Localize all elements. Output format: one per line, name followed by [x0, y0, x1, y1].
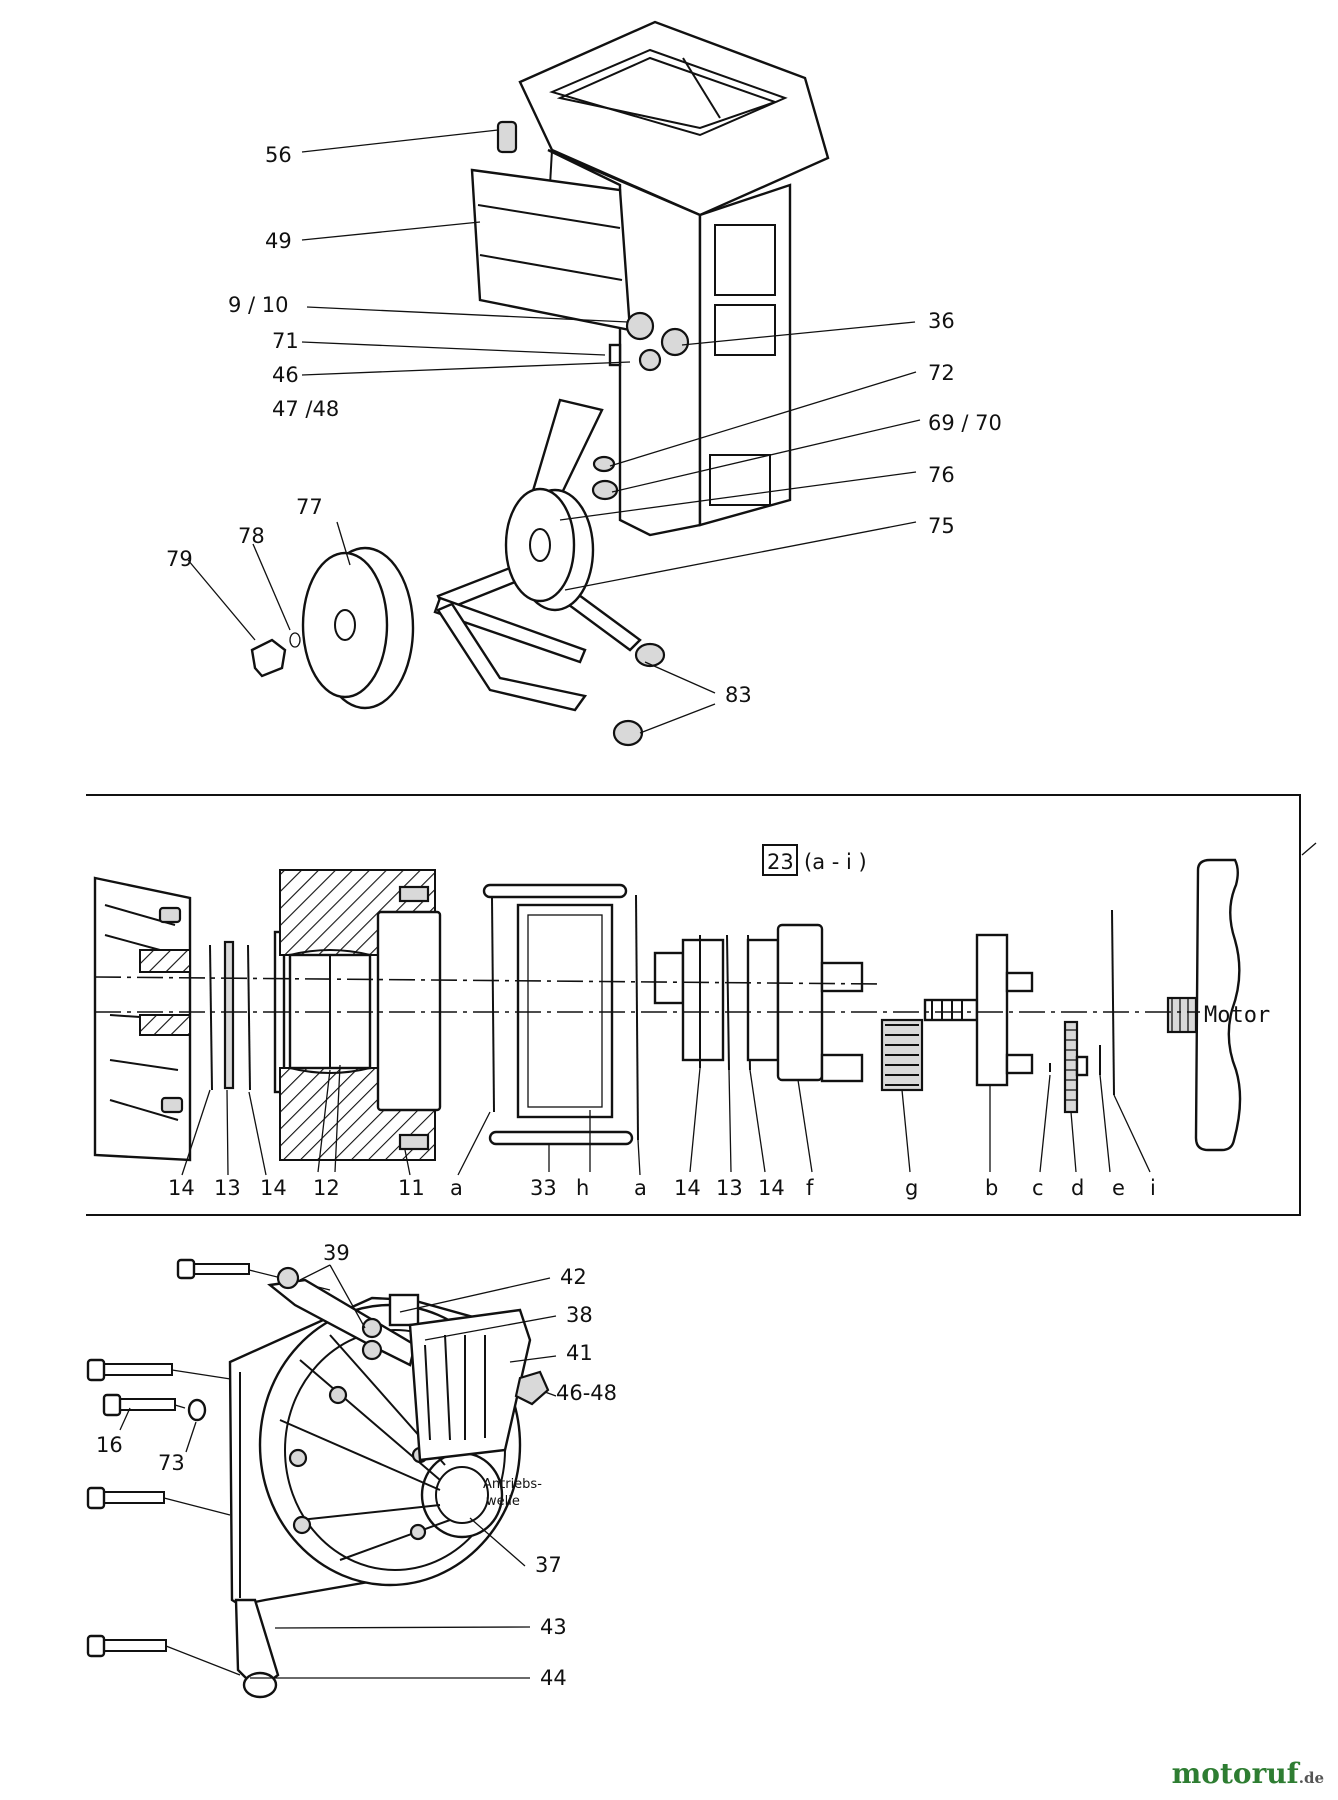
callout-14-a: 14	[168, 1176, 195, 1200]
callout-h: h	[576, 1176, 589, 1200]
callout-83: 83	[725, 683, 752, 707]
callout-9-10: 9 / 10	[228, 293, 289, 317]
knob-part	[496, 120, 518, 154]
callout-46-48: 46-48	[556, 1381, 617, 1405]
callout-33: 33	[530, 1176, 557, 1200]
callout-44: 44	[540, 1666, 567, 1690]
callout-12: 12	[313, 1176, 340, 1200]
callout-76: 76	[928, 463, 955, 487]
callout-i: i	[1150, 1176, 1156, 1200]
callout-47-48: 47 /48	[272, 397, 339, 421]
switch-knob-part	[625, 311, 655, 341]
washer-73-part	[187, 1398, 207, 1422]
callout-14-b: 14	[260, 1176, 287, 1200]
callout-c: c	[1032, 1176, 1044, 1200]
hub-cap-part	[250, 638, 287, 678]
callout-13-b: 13	[716, 1176, 743, 1200]
kit-reference-box	[762, 844, 798, 876]
section-frame	[86, 794, 1301, 1216]
nut-part	[634, 642, 666, 668]
gearbox-section: 23 (a - i )	[86, 794, 1317, 1216]
motor-part	[1194, 858, 1242, 1152]
screw-part	[176, 1258, 196, 1280]
callout-39: 39	[323, 1241, 350, 1265]
callout-46: 46	[272, 363, 299, 387]
kit-ref-number: 23	[767, 850, 794, 874]
callout-75: 75	[928, 514, 955, 538]
pinion-part	[681, 938, 725, 1062]
axis-centerline	[94, 976, 881, 985]
gear-d-part	[1063, 1020, 1079, 1114]
callout-79: 79	[166, 547, 193, 571]
motor-label: Motor	[1204, 1003, 1270, 1028]
callout-73: 73	[158, 1451, 185, 1475]
callout-d: d	[1071, 1176, 1084, 1200]
kit-ref-range: (a - i )	[804, 850, 867, 874]
washer-part	[592, 455, 616, 473]
callout-36: 36	[928, 309, 955, 333]
callout-78: 78	[238, 524, 265, 548]
callout-69-70: 69 / 70	[928, 411, 1002, 435]
drive-shaft-label-line1: Antriebs-	[483, 1477, 542, 1492]
cover-part	[470, 168, 632, 332]
callout-38: 38	[566, 1303, 593, 1327]
callout-e: e	[1112, 1176, 1125, 1200]
callout-77: 77	[296, 495, 323, 519]
callout-71: 71	[272, 329, 299, 353]
callout-49: 49	[265, 229, 292, 253]
callout-16: 16	[96, 1433, 123, 1457]
callout-43: 43	[540, 1615, 567, 1639]
roller-cage-part	[482, 883, 628, 899]
knob-46-48-part	[514, 1370, 550, 1406]
shredder-assembly: 56 49 9 / 10 71 46 47 /48 36 72 69 / 70 …	[166, 20, 1002, 747]
callout-14-c: 14	[674, 1176, 701, 1200]
callout-72: 72	[928, 361, 955, 385]
washer-ring-part	[289, 632, 301, 648]
callout-g: g	[905, 1176, 918, 1200]
drive-shaft-label-line2: welle	[486, 1494, 520, 1509]
watermark-logo: motoruf.de	[1171, 1757, 1324, 1790]
callout-13-a: 13	[214, 1176, 241, 1200]
callout-42: 42	[560, 1265, 587, 1289]
flange-assembly: 39 42 38 41 46-48 16 73 37 43 44 Antrieb…	[86, 1241, 617, 1699]
callout-a-right: a	[634, 1176, 647, 1200]
callout-37: 37	[535, 1553, 562, 1577]
callout-f: f	[806, 1176, 814, 1200]
callout-b: b	[985, 1176, 998, 1200]
callout-56: 56	[265, 143, 292, 167]
carrier-b-part	[975, 933, 1009, 1087]
callout-a-left: a	[450, 1176, 463, 1200]
callout-11: 11	[398, 1176, 425, 1200]
callout-41: 41	[566, 1341, 593, 1365]
callout-14-d: 14	[758, 1176, 785, 1200]
